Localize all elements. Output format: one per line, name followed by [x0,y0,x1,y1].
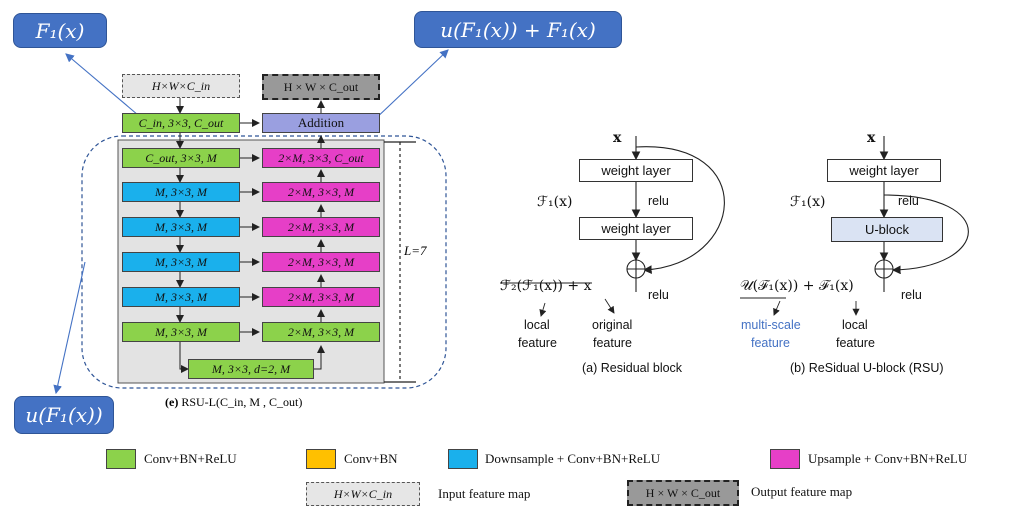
residual-weight-layer-2: weight layer [579,217,693,240]
legend-swatch-upsample [770,449,800,469]
encoder-arrows [176,98,189,373]
callout-f1-text: F₁(x) [35,18,85,43]
addition-block: Addition [262,113,380,133]
legend-conv-bn-relu: Conv+BN+ReLU [144,451,237,466]
residual-arrows [631,136,725,292]
bottom-dilated-label: M, 3×3, d=2, M [211,361,291,376]
rsu-weight-layer: weight layer [827,159,941,182]
encoder-block-1: C_out, 3×3, M [122,148,240,168]
rsu-relu-2: relu [901,288,922,302]
rsu-multi-scale: multi-scale [741,318,801,332]
decoder-block-5: 2×M, 3×3, M [262,287,380,307]
u-block: U-block [831,217,943,242]
decoder-label: 2×M, 3×3, M [287,219,355,234]
legend-downsample: Downsample + Conv+BN+ReLU [485,451,661,466]
residual-formula: ℱ₂(ℱ₁(x)) + x [500,278,592,294]
decoder-label: 2×M, 3×3, M [287,184,355,199]
rsu-caption-text: RSU-L(C_in, M , C_out) [181,395,303,409]
legend-swatch-conv-bn [306,449,336,469]
encoder-block-4: M, 3×3, M [122,252,240,272]
residual-local-feature: feature [518,336,557,350]
decoder-block-4: 2×M, 3×3, M [262,252,380,272]
residual-original: original [592,318,633,332]
legend-output-swatch: H × W × C_out [627,480,739,506]
output-feature-map-label: H × W × C_out [283,79,359,94]
encoder-block-6: M, 3×3, M [122,322,240,342]
weight-layer-label: weight layer [601,163,671,178]
legend-output-swatch-label: H × W × C_out [645,485,721,500]
residual-weight-layer-1: weight layer [579,159,693,182]
legend-input-swatch-label: H×W×C_in [333,486,393,501]
encoder-label: M, 3×3, M [154,254,208,269]
residual-f1x: ℱ₁(x) [537,194,573,210]
u-block-label: U-block [864,222,910,237]
encoder-label: M, 3×3, M [154,219,208,234]
residual-input-x: x [613,130,622,146]
rsu-caption-b: (b) ReSidual U-block (RSU) [790,361,944,375]
callout-u-text: u(F₁(x)) [25,403,103,427]
rsu-formula: 𝒰(ℱ₁(x)) + ℱ₁(x) [740,278,854,294]
residual-caption: (a) Residual block [582,361,683,375]
callout-f1: F₁(x) [13,13,107,48]
decoder-block-1: 2×M, 3×3, C_out [262,148,380,168]
input-feature-map: H×W×C_in [122,74,240,98]
callout-sum-text: u(F₁(x)) + F₁(x) [440,17,596,42]
rsu-local: local [842,318,868,332]
weight-layer-label: weight layer [849,163,919,178]
rsu-local-feature: feature [836,336,875,350]
rsu-block-arrows [879,136,969,292]
encoder-label: M, 3×3, M [154,184,208,199]
addition-label: Addition [297,115,345,130]
encoder-block-2: M, 3×3, M [122,182,240,202]
legend-swatch-conv-bn-relu [106,449,136,469]
decoder-block-6: 2×M, 3×3, M [262,322,380,342]
output-feature-map: H × W × C_out [262,74,380,100]
legend-input-swatch: H×W×C_in [306,482,420,506]
encoder-label: C_out, 3×3, M [145,150,217,165]
rsu-multi-scale-feature: feature [751,336,790,350]
legend-conv-bn: Conv+BN [344,451,398,466]
callout-leaders [53,49,449,395]
encoder-block-5: M, 3×3, M [122,287,240,307]
depth-bracket [384,141,416,383]
skip-arrows [240,119,260,336]
first-conv-label: C_in, 3×3, C_out [138,115,224,130]
rsu-relu-1: relu [898,194,919,208]
decoder-label: 2×M, 3×3, M [287,289,355,304]
legend-input: Input feature map [438,486,531,501]
rsu-caption-prefix: (e) [165,395,179,409]
input-feature-map-label: H×W×C_in [151,78,211,93]
bottom-dilated-block: M, 3×3, d=2, M [188,359,314,379]
rsu-caption: (e) RSU-L(C_in, M , C_out) [165,395,302,410]
u-region-outline [81,135,447,389]
decoder-block-2: 2×M, 3×3, M [262,182,380,202]
rsu-f1x: ℱ₁(x) [790,194,826,210]
depth-label: L=7 [404,243,427,259]
legend-swatch-downsample [448,449,478,469]
decoder-label: 2×M, 3×3, C_out [278,150,364,165]
decoder-label: 2×M, 3×3, M [287,324,355,339]
residual-local: local [524,318,550,332]
residual-relu-2: relu [648,288,669,302]
residual-original-feature: feature [593,336,632,350]
first-conv-block: C_in, 3×3, C_out [122,113,240,133]
decoder-arrows [314,100,325,370]
callout-sum: u(F₁(x)) + F₁(x) [414,11,622,48]
encoder-block-3: M, 3×3, M [122,217,240,237]
weight-layer-label: weight layer [601,221,671,236]
rsu-input-x: x [867,130,876,146]
residual-relu-1: relu [648,194,669,208]
legend-upsample: Upsample + Conv+BN+ReLU [808,451,968,466]
encoder-label: M, 3×3, M [154,324,208,339]
callout-u: u(F₁(x)) [14,396,114,434]
decoder-block-3: 2×M, 3×3, M [262,217,380,237]
decoder-label: 2×M, 3×3, M [287,254,355,269]
legend-output: Output feature map [751,484,853,499]
encoder-label: M, 3×3, M [154,289,208,304]
